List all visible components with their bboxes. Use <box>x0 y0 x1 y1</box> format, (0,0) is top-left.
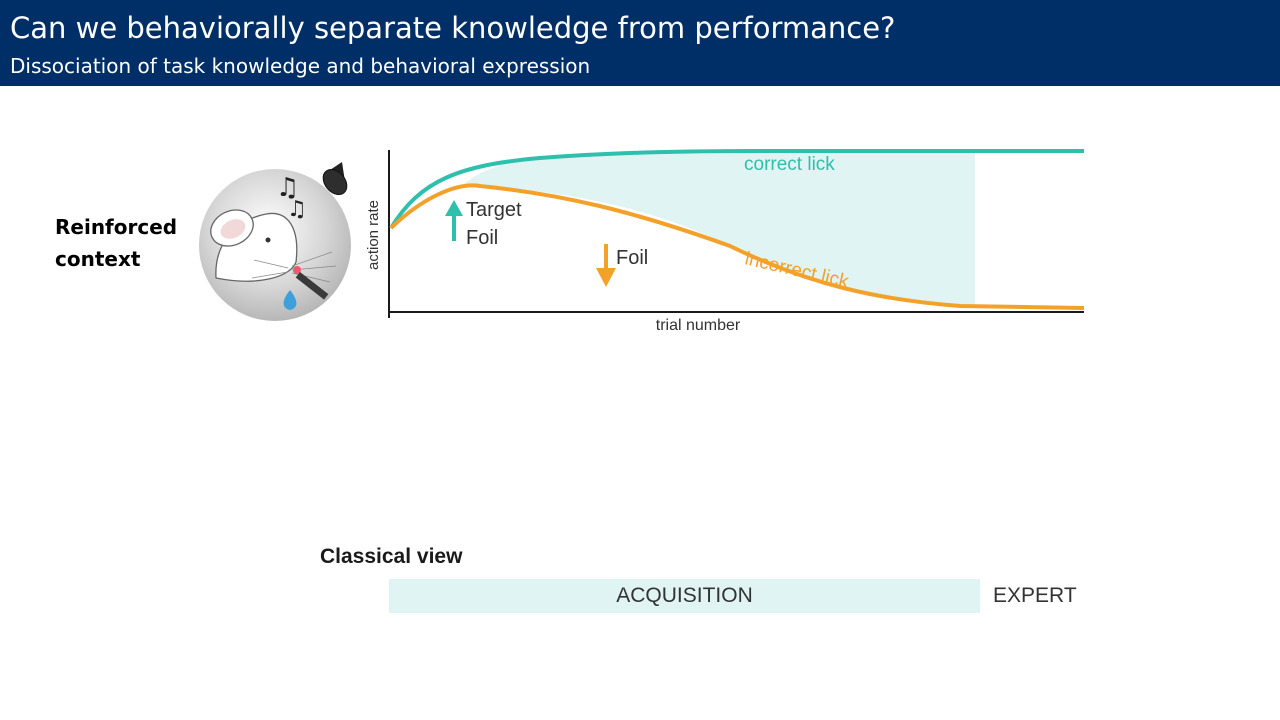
acquisition-band: ACQUISITION <box>389 579 980 613</box>
x-axis-label: trial number <box>656 317 741 334</box>
y-axis-label: action rate <box>365 200 382 270</box>
expert-label: EXPERT <box>993 584 1077 607</box>
slide-subtitle: Dissociation of task knowledge and behav… <box>10 54 591 78</box>
slide-title: Can we behaviorally separate knowledge f… <box>10 11 896 45</box>
slide-header: Can we behaviorally separate knowledge f… <box>0 0 1280 86</box>
foil-up-label: Foil <box>466 227 498 249</box>
reinforced-context-label: Reinforced context <box>55 215 178 271</box>
svg-text:♫: ♫ <box>276 173 299 203</box>
svg-text:♫: ♫ <box>287 197 307 222</box>
acquisition-shaded-region <box>460 151 975 306</box>
correct-lick-curve <box>389 149 1084 230</box>
learning-curve-plot: correct lick incorrect lick Target Foil … <box>365 149 1085 334</box>
incorrect-lick-curve <box>389 183 1085 310</box>
mouse-illustration: ♫ ♫ <box>199 162 351 321</box>
correct-lick-label: correct lick <box>744 154 835 175</box>
target-label: Target <box>466 199 522 221</box>
music-notes-icon: ♫ ♫ <box>276 173 307 222</box>
mouse-icon <box>210 209 337 283</box>
lick-spout-icon <box>295 272 329 300</box>
foil-down-arrow-icon <box>596 244 616 287</box>
water-drop-icon <box>283 290 297 310</box>
acquisition-label: ACQUISITION <box>616 584 753 607</box>
target-up-arrow-icon <box>445 200 463 241</box>
classical-view-heading: Classical view <box>320 545 463 568</box>
speaker-icon <box>322 162 348 196</box>
foil-down-label: Foil <box>616 247 648 269</box>
